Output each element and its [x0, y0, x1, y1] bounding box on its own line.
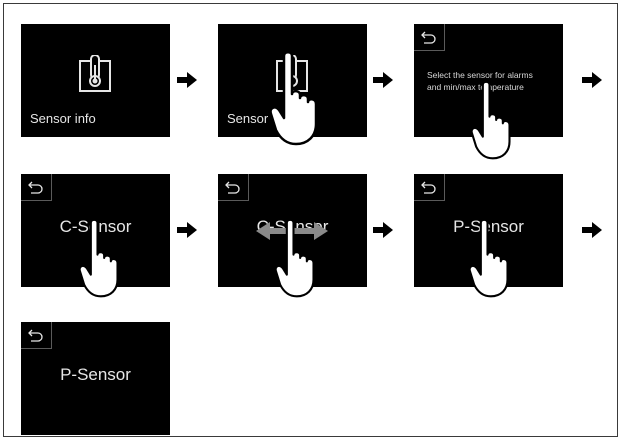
screen-label: Sensor info: [30, 111, 96, 126]
right-arrow-icon: [177, 222, 197, 238]
right-arrow-icon: [177, 72, 197, 88]
screen-sensor-info[interactable]: Sensor info: [21, 24, 170, 137]
right-arrow-icon: [582, 222, 602, 238]
pointing-hand-icon: [470, 80, 511, 160]
back-arrow-icon: [225, 181, 240, 194]
back-button[interactable]: [218, 174, 249, 201]
back-button[interactable]: [21, 322, 52, 349]
back-arrow-icon: [28, 181, 43, 194]
back-arrow-icon: [421, 31, 436, 44]
back-button[interactable]: [414, 24, 445, 51]
back-arrow-icon: [28, 329, 43, 342]
right-arrow-icon: [582, 72, 602, 88]
back-button[interactable]: [414, 174, 445, 201]
right-arrow-icon: [373, 72, 393, 88]
screen-p-sensor-selected[interactable]: P-Sensor: [21, 322, 170, 435]
right-arrow-icon: [373, 222, 393, 238]
pointing-hand-icon: [78, 218, 119, 298]
thermometer-icon: [79, 55, 111, 92]
sensor-name: P-Sensor: [60, 365, 131, 384]
screen-instruction-text: Select the sensor for alarms and min/max…: [427, 70, 533, 92]
back-button[interactable]: [21, 174, 52, 201]
pointing-hand-icon: [468, 218, 509, 298]
pointing-hand-icon: [274, 218, 315, 298]
back-arrow-icon: [421, 181, 436, 194]
instruction-frame: [3, 3, 618, 437]
pointing-hand-icon: [270, 51, 318, 146]
